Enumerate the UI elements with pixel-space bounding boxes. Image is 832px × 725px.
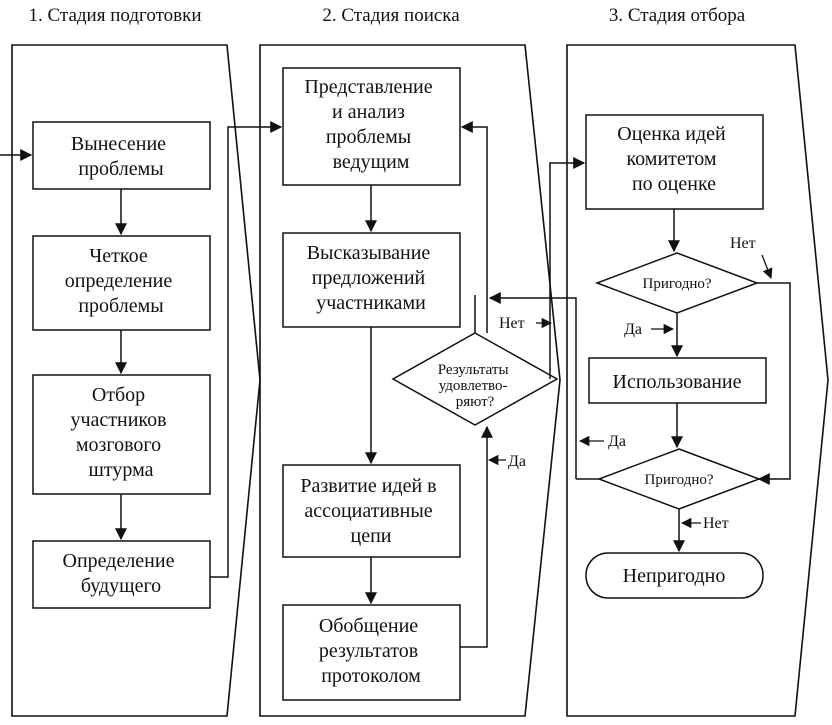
svg-text:Представление и анализ: Представление и анализ проблемы ведущим <box>304 76 437 173</box>
stage-3-title: 3. Стадия отбора <box>609 5 746 26</box>
arrow-to-selection <box>549 157 586 379</box>
arrow-summary-to-decision <box>460 425 493 648</box>
arrow-prep-to-search <box>210 121 283 578</box>
search-box-proposals: Высказывание предложений участниками <box>282 232 461 328</box>
search-box-summary: Обобщение результатов протоколом <box>282 604 461 701</box>
svg-text:Высказывание предложений: Высказывание предложений участниками <box>307 242 436 314</box>
svg-text:Результаты удовлетво-: Результаты удовлетво- ряют? <box>438 362 513 410</box>
stage-3-panel <box>566 44 829 717</box>
arrow-reject-return <box>488 292 577 479</box>
svg-text:Определение будущего: Определение будущего <box>63 550 180 597</box>
stage-1-panel <box>11 44 261 717</box>
arrow-decision1-no <box>757 282 791 485</box>
svg-text:Вынесение проблемы: Вынесение проблемы <box>71 133 171 180</box>
search-box-presentation: Представление и анализ проблемы ведущим <box>282 67 461 186</box>
select-yes1-label: Да <box>624 321 642 338</box>
select-terminal-reject: Непригодно <box>585 552 764 599</box>
prep-box-participant-selection: Отбор участников мозгового штурма <box>32 374 211 495</box>
svg-text:Обобщение результатов: Обобщение результатов протоколом <box>319 615 423 687</box>
select-no1-pointer <box>761 254 773 279</box>
arrow-decision-yes-loop <box>460 121 488 333</box>
search-box-associations: Развитие идей в ассоциативные цепи <box>282 464 461 558</box>
svg-text:Четкое определение: Четкое определение проблемы <box>65 245 178 317</box>
search-yes-label: Да <box>508 453 526 470</box>
stage-2-panel <box>259 44 561 717</box>
svg-text:Отбор участников м: Отбор участников мозгового штурма <box>70 384 171 481</box>
prep-box-problem-statement: Вынесение проблемы <box>32 121 211 190</box>
search-decision-results: Результаты удовлетво- ряют? <box>391 332 559 426</box>
select-no2-label: Нет <box>703 515 729 532</box>
svg-text:Использование: Использование <box>613 371 742 393</box>
select-box-committee: Оценка идей комитетом по оценке <box>585 114 764 210</box>
svg-text:Пригодно?: Пригодно? <box>644 472 713 488</box>
select-decision-2: Пригодно? <box>596 448 762 510</box>
svg-text:Развитие идей в ассоциат: Развитие идей в ассоциативные цепи <box>300 475 441 547</box>
svg-text:Непригодно: Непригодно <box>623 565 726 587</box>
svg-text:Оценка идей комитетом: Оценка идей комитетом по оценке <box>617 123 730 195</box>
select-box-use: Использование <box>588 357 767 404</box>
select-decision-1: Пригодно? <box>594 252 760 314</box>
select-no1-label: Нет <box>730 235 756 252</box>
svg-text:Пригодно?: Пригодно? <box>642 276 711 292</box>
search-no-label: Нет <box>499 315 525 332</box>
prep-box-clear-definition: Четкое определение проблемы <box>32 235 211 331</box>
stage-1-title: 1. Стадия подготовки <box>29 5 202 26</box>
stage-2-title: 2. Стадия поиска <box>322 5 460 26</box>
select-yes2-label: Да <box>608 433 626 450</box>
prep-box-future-definition: Определение будущего <box>32 540 211 609</box>
